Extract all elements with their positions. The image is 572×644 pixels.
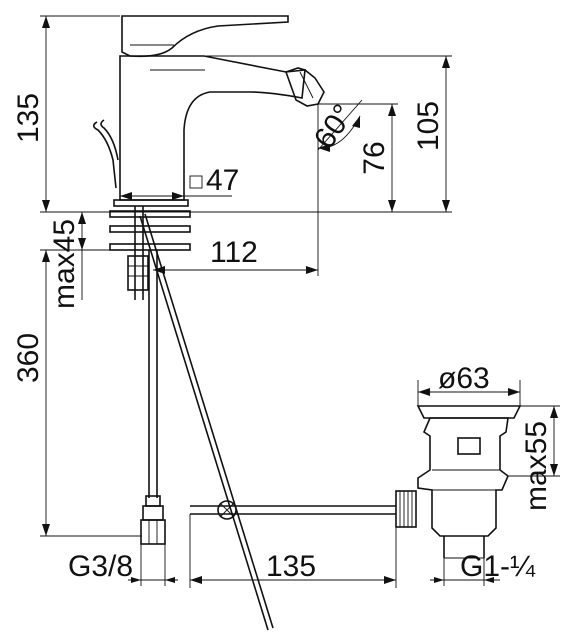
mount-nut — [127, 255, 149, 291]
lever-handle — [121, 15, 289, 58]
dim-square-47: 47 — [206, 164, 239, 197]
dim-total-height: 135 — [12, 93, 45, 143]
dim-inlet-thread: G3/8 — [68, 550, 133, 583]
dim-spout-height: 105 — [412, 101, 445, 151]
dim-rod-length: 135 — [266, 550, 316, 583]
dim-deck-thickness: max45 — [48, 219, 81, 309]
knurled-nut — [395, 490, 417, 528]
dim-waste-max: max55 — [520, 421, 553, 511]
faucet-body — [92, 15, 325, 207]
popup-rod-a — [139, 215, 269, 631]
nozzle — [284, 67, 325, 107]
hose-connector — [140, 519, 166, 545]
hose-ferrule — [145, 495, 161, 507]
dim-hose-length: 360 — [12, 333, 45, 383]
hose-nut — [142, 505, 164, 521]
dimension-labels: 135 105 76 60° 47 max45 112 360 G3/8 135… — [12, 93, 553, 583]
dim-waste-diameter: ø63 — [438, 362, 490, 395]
spout-body — [119, 55, 306, 201]
waste-body — [417, 417, 509, 537]
dim-spout-angle: 60° — [308, 99, 361, 155]
waste-slot — [457, 437, 481, 455]
popup-rod-b — [144, 213, 274, 629]
dimension-lines — [40, 15, 560, 588]
nozzle-line — [299, 71, 314, 99]
base-plate — [113, 199, 189, 207]
rod-clamp — [217, 500, 237, 520]
mounting-assembly — [109, 206, 274, 631]
deck-washer-top — [109, 210, 191, 218]
dim-spout-reach: 112 — [210, 236, 258, 269]
pop-up-waste — [190, 405, 522, 559]
dim-nozzle-height: 76 — [358, 141, 391, 174]
waste-cap — [416, 405, 522, 419]
popup-lever — [92, 119, 119, 189]
dim-waste-thread: G1-¼ — [460, 550, 536, 583]
